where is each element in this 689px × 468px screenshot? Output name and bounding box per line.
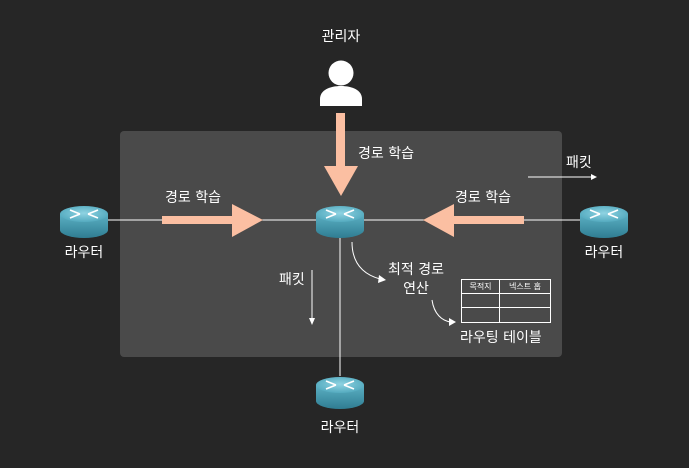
arrow-right (423, 204, 524, 237)
packet-label-down: 패킷 (279, 272, 305, 288)
router-icon-right (580, 206, 628, 238)
left-arrow-label: 경로 학습 (165, 190, 221, 206)
top-arrow-label: 경로 학습 (358, 146, 414, 162)
router-icon-center (316, 206, 364, 238)
curve-arrow-table (431, 299, 456, 326)
routing-table-cell (500, 308, 550, 322)
right-arrow-label: 경로 학습 (455, 190, 511, 206)
routing-table: 목적지 넥스트 홉 (461, 279, 551, 323)
routing-table-cell (462, 308, 500, 322)
routing-table-title: 라우팅 테이블 (460, 330, 542, 346)
packet-arrow-down (309, 270, 315, 325)
arrow-top (324, 113, 358, 196)
router-label-bottom: 라우터 (320, 420, 360, 436)
router-icon-left (60, 206, 108, 238)
routing-table-cell (462, 294, 500, 308)
packet-label-right: 패킷 (566, 155, 592, 171)
router-label-right: 라우터 (584, 245, 624, 261)
curve-arrow-computation (351, 241, 386, 283)
routing-table-cell (500, 294, 550, 308)
routing-table-header-destination: 목적지 (462, 280, 500, 294)
computation-label-line1: 최적 경로 (388, 262, 444, 278)
computation-label-line2: 연산 (403, 281, 429, 297)
router-label-left: 라우터 (64, 245, 104, 261)
routing-table-header-next-hop: 넥스트 홉 (500, 280, 550, 294)
arrow-left (162, 204, 263, 237)
packet-arrow-right (528, 174, 597, 180)
admin-label: 관리자 (321, 29, 361, 45)
admin-person-icon (320, 60, 362, 106)
router-icon-bottom (316, 377, 364, 409)
